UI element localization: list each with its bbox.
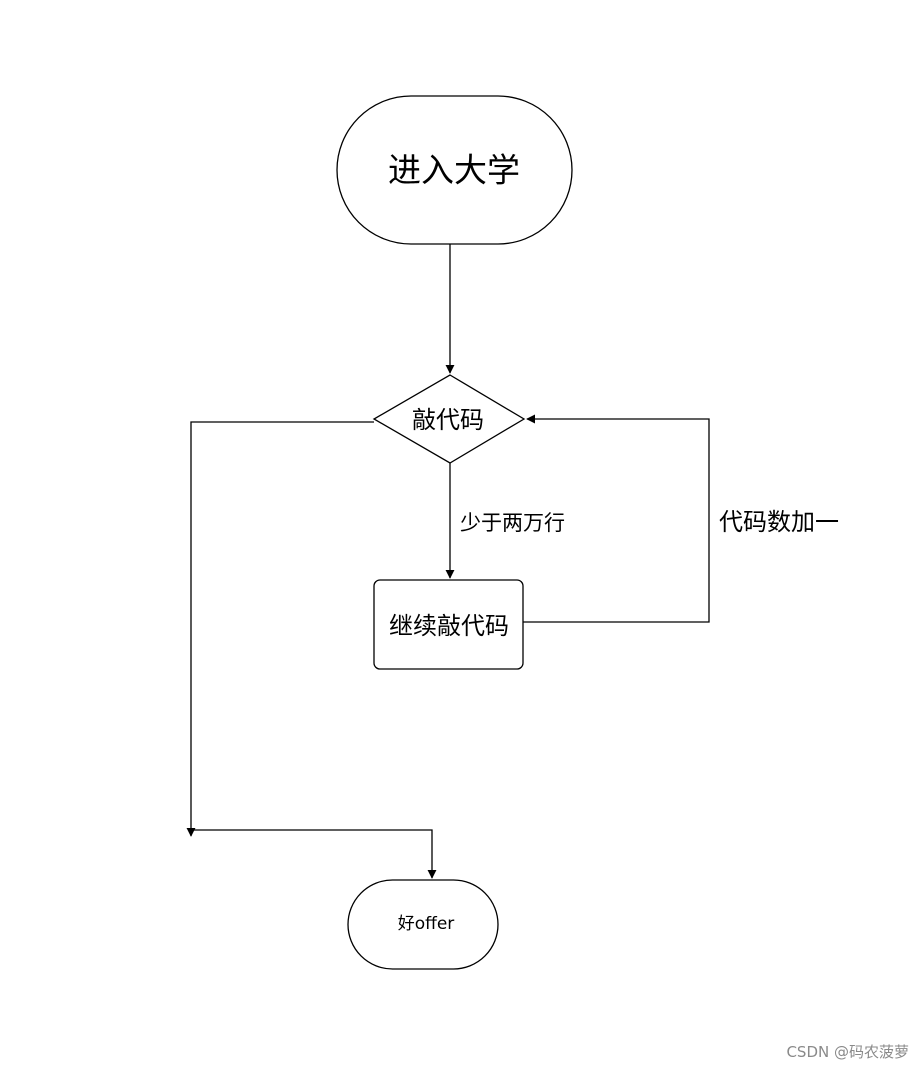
end-node-shape: [347, 879, 499, 970]
edge-decision-to-end: [191, 829, 437, 879]
edge-process-loop-back-label: 代码数加一: [719, 508, 839, 536]
edge-decision-to-process-label: 少于两万行: [460, 511, 565, 535]
process-node-label: 继续敲代码: [389, 612, 509, 640]
decision-node: 敲代码: [372, 374, 526, 464]
start-node: 进入大学: [336, 95, 573, 245]
start-node-shape: [336, 95, 573, 245]
process-node-shape: [373, 579, 524, 670]
end-node: 好offer: [347, 879, 499, 970]
end-node-label: 好offer: [398, 914, 455, 934]
edge-decision-left-branch: [186, 421, 374, 837]
watermark-text: CSDN @码农菠萝: [786, 1043, 909, 1061]
process-node: 继续敲代码: [373, 579, 524, 670]
start-node-label: 进入大学: [388, 151, 520, 190]
edge-process-loop-back: [523, 414, 710, 623]
decision-node-label: 敲代码: [412, 406, 484, 434]
